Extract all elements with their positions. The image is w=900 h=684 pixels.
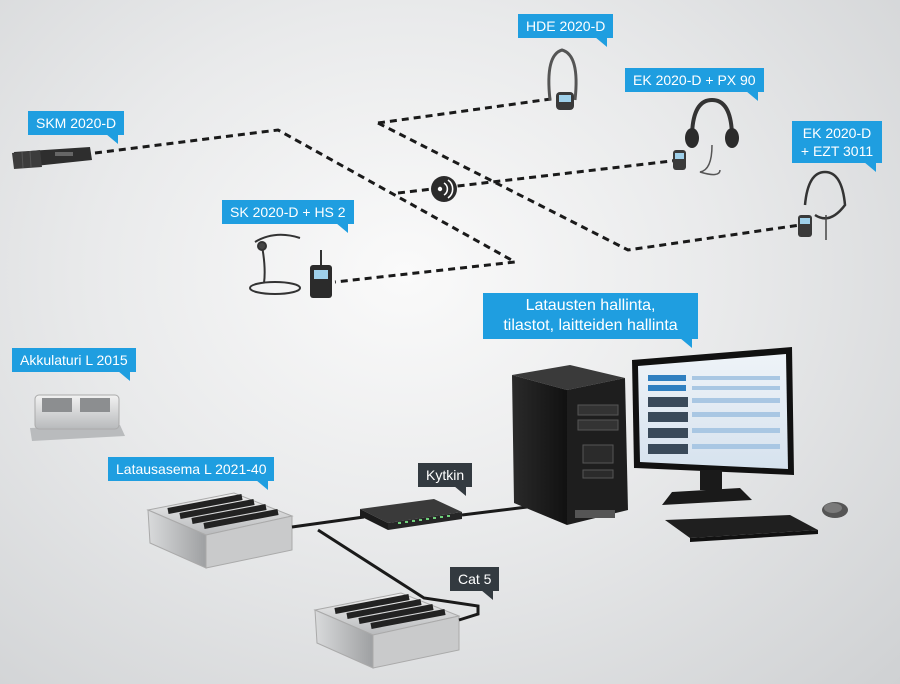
label-management-line2: tilastot, laitteiden hallinta: [503, 317, 678, 334]
computer-tower-icon: [512, 365, 628, 525]
label-hde: HDE 2020-D: [518, 14, 614, 47]
induction-neckloop-icon: [798, 170, 847, 240]
label-ek-ezt-line2: + EZT 3011: [800, 143, 874, 159]
link-ek-ezt: [377, 121, 801, 252]
label-cat5: Cat 5: [450, 567, 500, 600]
label-skm: SKM 2020-D: [28, 111, 125, 144]
link-hde: [377, 96, 559, 125]
charging-station-icon: [146, 492, 294, 569]
label-ek-ezt: EK 2020-D + EZT 3011: [792, 121, 882, 172]
headset-icon: [249, 233, 301, 295]
label-sk-hs: SK 2020-D + HS 2: [222, 200, 354, 233]
label-management: Latausten hallinta, tilastot, laitteiden…: [483, 293, 698, 348]
label-ek-px: EK 2020-D + PX 90: [625, 68, 764, 101]
charging-station-icon: [313, 592, 461, 669]
keyboard-icon: [665, 515, 818, 542]
label-latausasema: Latausasema L 2021-40: [108, 457, 275, 490]
wireless-links: [94, 96, 801, 284]
link-skm: [94, 128, 520, 284]
mouse-icon: [822, 502, 848, 518]
stethoscope-receiver-icon: [547, 48, 578, 110]
label-kytkin: Kytkin: [418, 463, 473, 496]
wireless-broadcast-icon: [431, 176, 457, 202]
monitor-icon: [632, 347, 794, 505]
label-ek-ezt-line1: EK 2020-D: [802, 125, 872, 141]
label-akkulaturi: Akkulaturi L 2015: [12, 348, 136, 381]
battery-charger-icon: [30, 394, 125, 441]
headphones-icon: [673, 97, 739, 176]
network-switch-icon: [360, 499, 462, 530]
network-cables: [291, 505, 528, 622]
bodypack-transmitter-icon: [310, 250, 332, 298]
label-management-line1: Latausten hallinta,: [525, 297, 656, 314]
handheld-microphone-icon: [12, 147, 92, 169]
